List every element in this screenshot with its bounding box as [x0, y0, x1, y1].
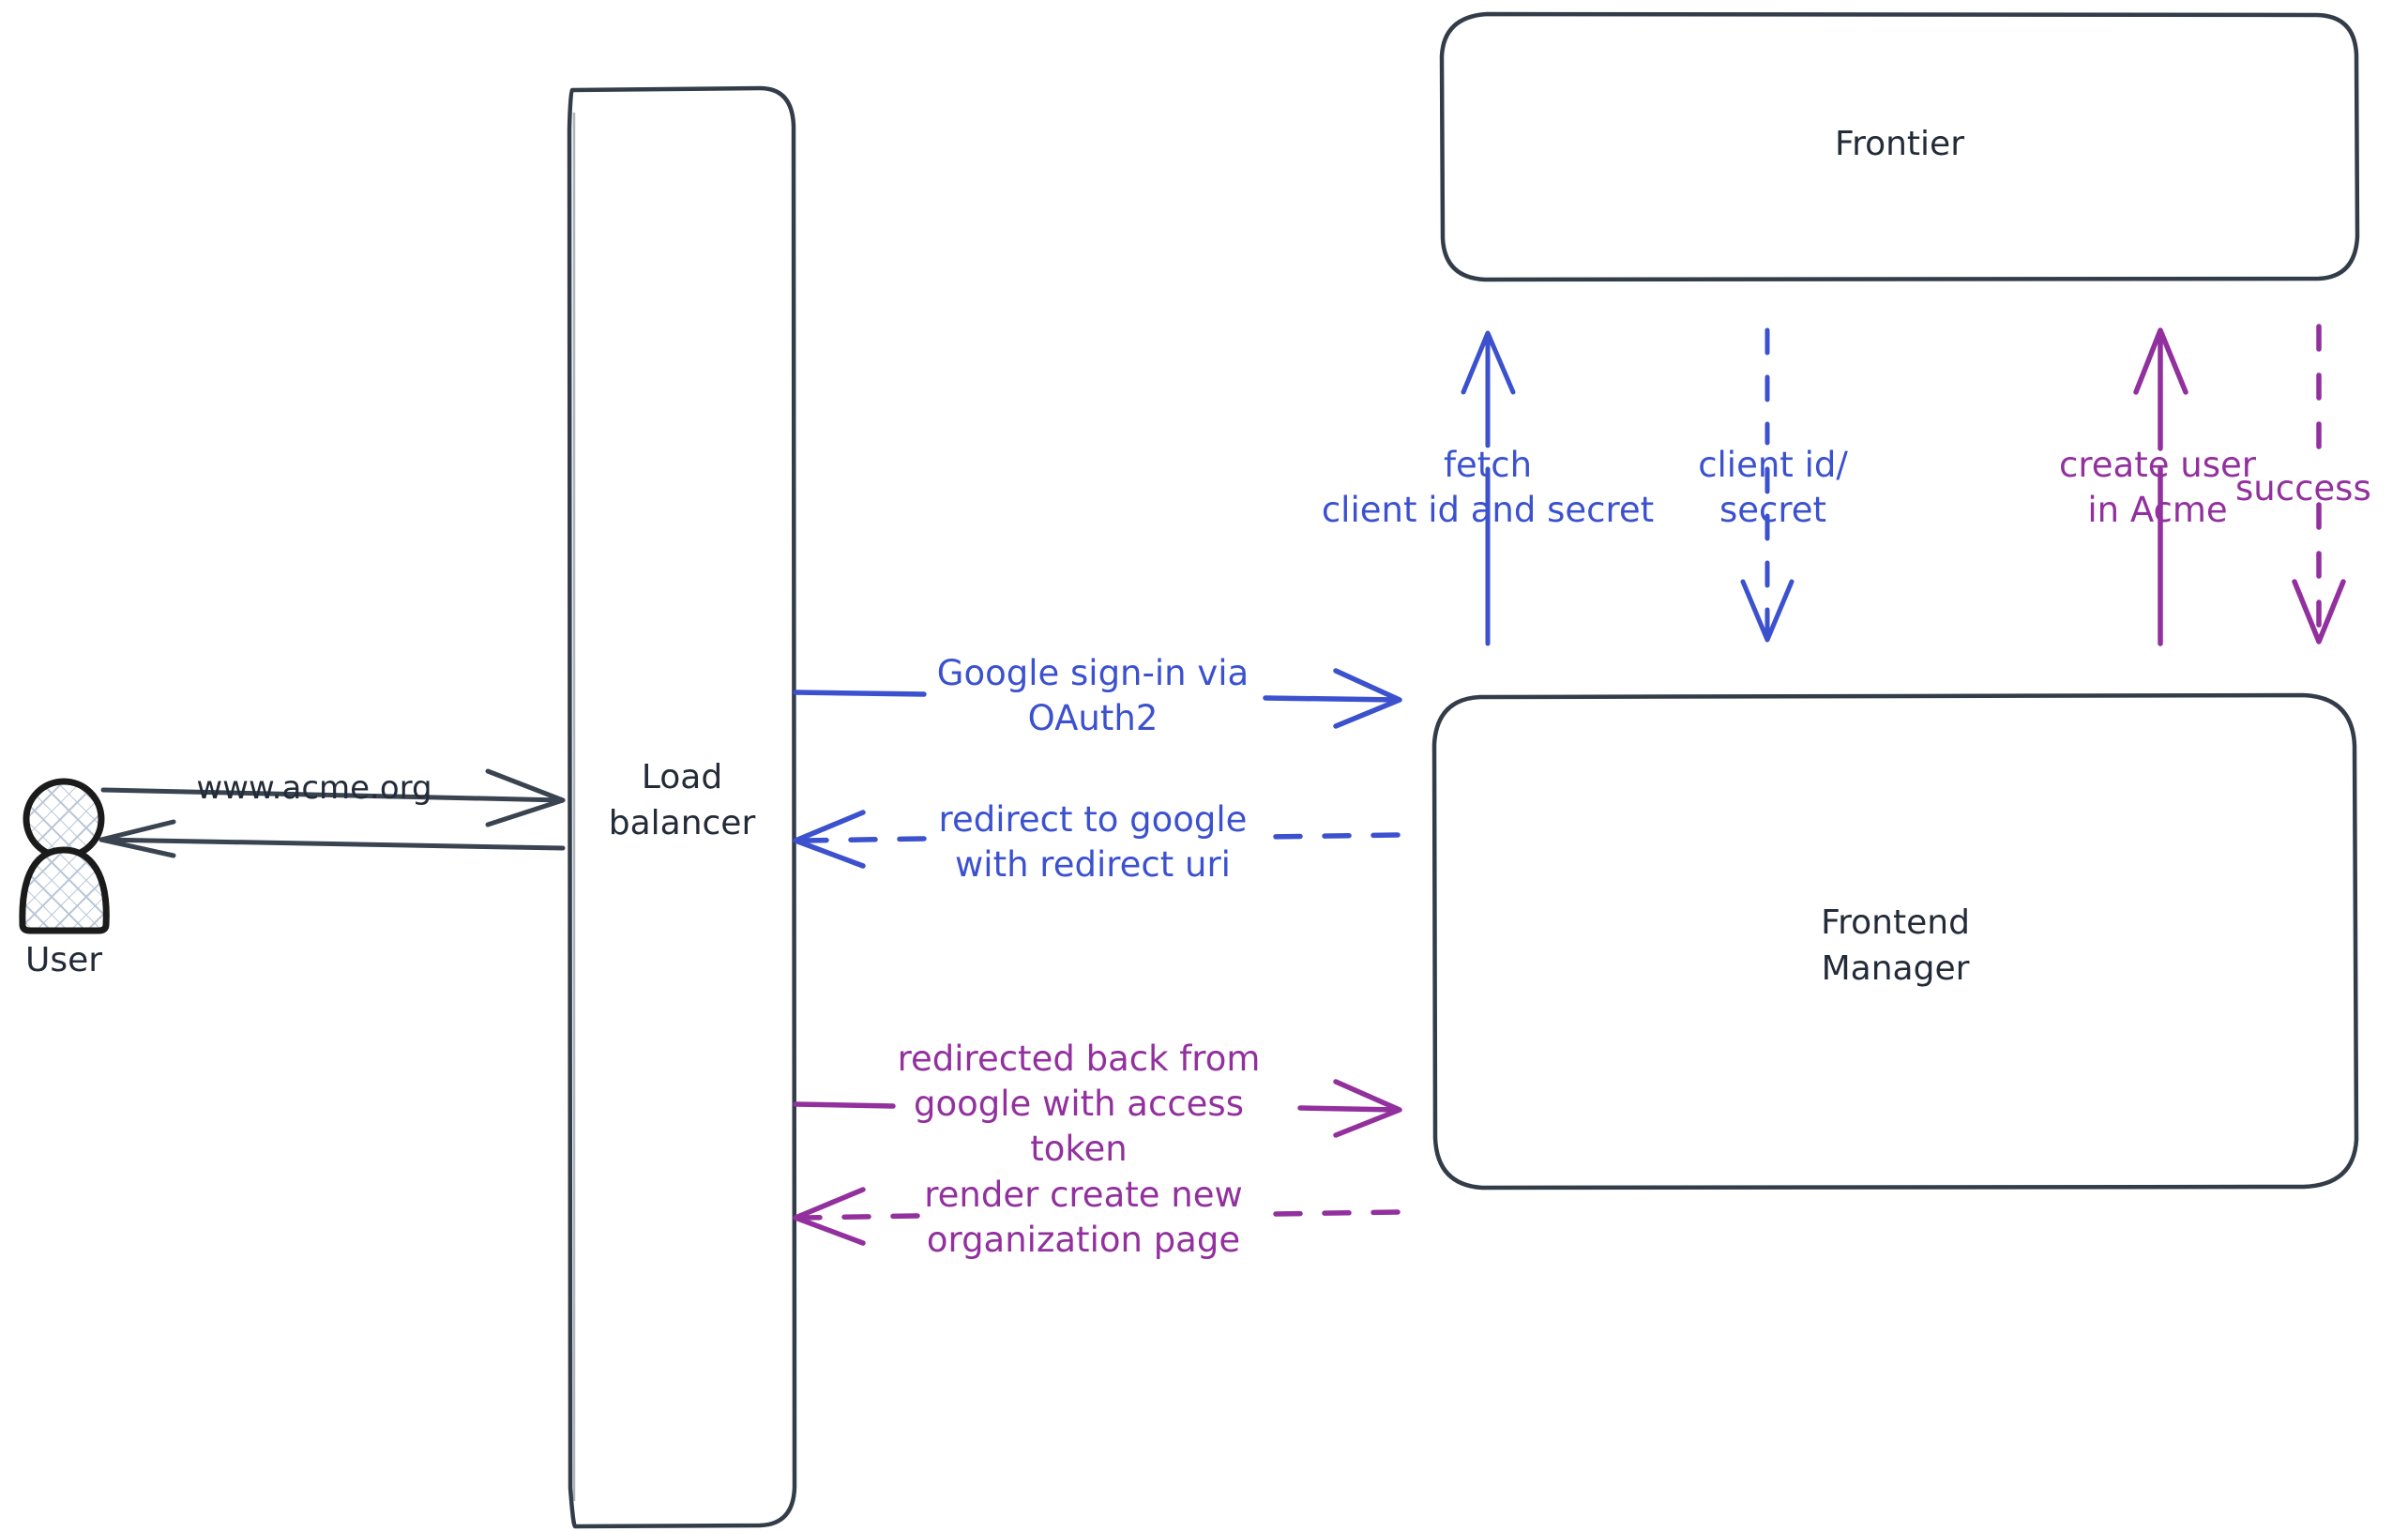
node-frontend-manager-shape[interactable] — [1431, 692, 2359, 1191]
edge-frontier-to-fm-success-line — [2292, 324, 2346, 645]
edge-fm-to-frontier-fetch-line — [1461, 330, 1516, 646]
edge-fm-to-frontier-create-line — [2133, 327, 2188, 646]
edge-lb-to-user-line — [98, 819, 566, 858]
edge-lb-to-fm-token-line — [793, 1079, 1402, 1138]
edge-user-to-lb-line — [100, 768, 566, 827]
edge-frontier-to-fm-creds-line — [1740, 327, 1795, 643]
user-actor-icon — [19, 778, 110, 934]
node-load-balancer-shape[interactable] — [567, 85, 797, 1529]
node-frontier-shape[interactable] — [1439, 11, 2360, 282]
edge-lb-to-fm-signin-line — [793, 668, 1402, 729]
edge-fm-to-lb-render-line — [793, 1187, 1401, 1246]
edge-fm-to-lb-redirect-line — [793, 810, 1401, 869]
